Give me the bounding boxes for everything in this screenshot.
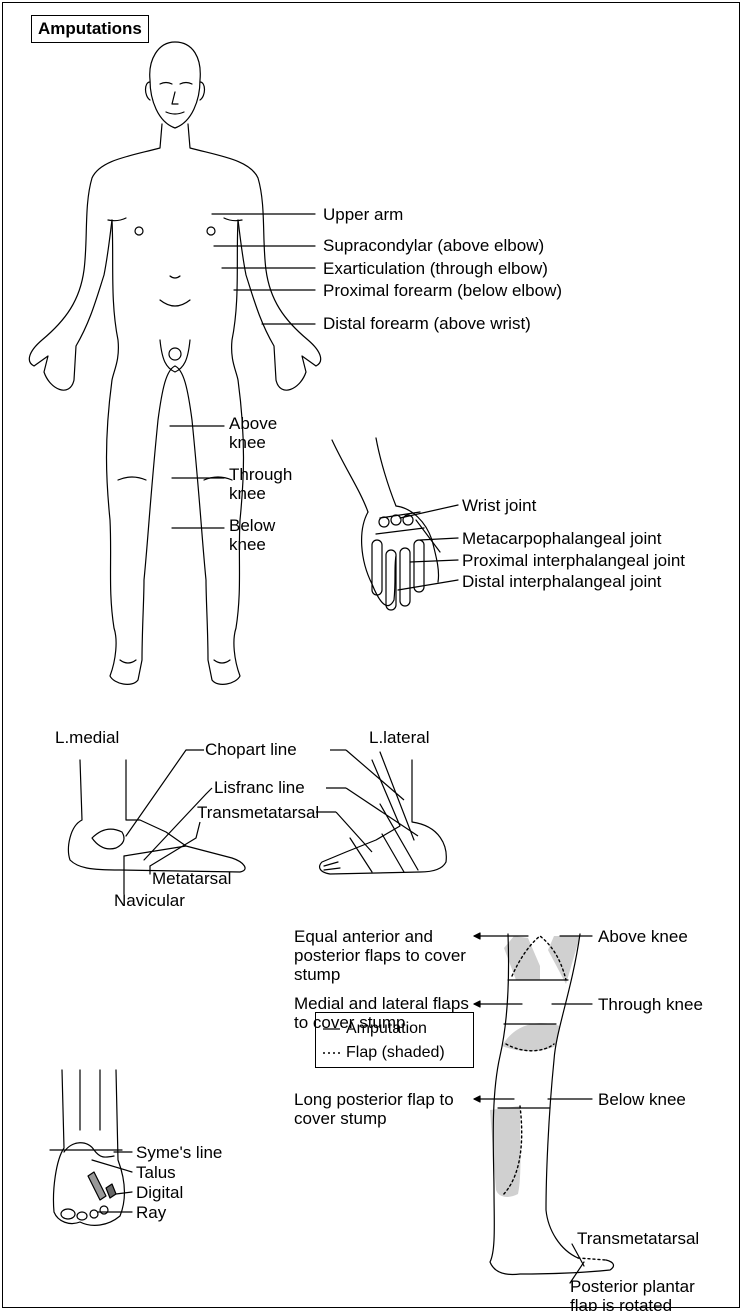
label-digital: Digital [136,1183,183,1202]
legend-flap: Flap (shaded) [346,1044,445,1062]
label-ray: Ray [136,1203,166,1222]
label-through-knee-leg: Through knee [598,995,703,1014]
label-flap-below-knee: Long posterior flap to cover stump [294,1090,458,1128]
label-flap-above-knee: Equal anterior and posterior flaps to co… [294,927,470,984]
label-above-knee-leg: Above knee [598,927,688,946]
label-transmetatarsal-leg: Transmetatarsal [577,1229,699,1248]
label-flap-plantar-text: Posterior plantar flap is rotated dorsal… [570,1277,720,1311]
legend-amputation: Amputation [346,1020,427,1038]
label-flap-plantar: Posterior plantar flap is rotated dorsal… [570,1280,720,1302]
label-below-knee-leg: Below knee [598,1090,686,1109]
label-symes-line: Syme's line [136,1143,222,1162]
label-talus: Talus [136,1163,176,1182]
legend: Amputation Flap (shaded) [315,1012,474,1068]
